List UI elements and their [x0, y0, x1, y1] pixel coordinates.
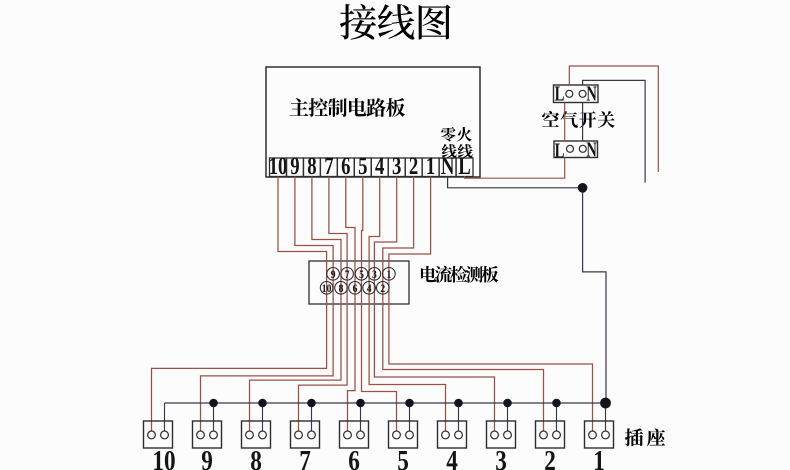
svg-text:4: 4	[375, 151, 384, 179]
svg-text:2: 2	[409, 151, 418, 179]
svg-text:2: 2	[544, 445, 556, 470]
svg-text:3: 3	[495, 445, 507, 470]
svg-text:5: 5	[358, 151, 367, 179]
svg-text:8: 8	[339, 282, 344, 295]
svg-text:N: N	[586, 82, 597, 105]
svg-text:1: 1	[426, 151, 435, 179]
svg-text:N: N	[441, 151, 455, 179]
svg-text:8: 8	[250, 445, 262, 470]
svg-text:3: 3	[372, 268, 377, 281]
svg-text:N: N	[586, 138, 597, 161]
svg-text:7: 7	[345, 268, 350, 281]
svg-text:6: 6	[341, 151, 350, 179]
svg-text:L: L	[555, 82, 565, 105]
svg-text:2: 2	[380, 282, 385, 295]
svg-text:7: 7	[324, 151, 333, 179]
svg-text:6: 6	[348, 445, 360, 470]
svg-text:1: 1	[593, 445, 605, 470]
svg-text:5: 5	[397, 445, 409, 470]
svg-text:10: 10	[152, 445, 175, 470]
svg-text:9: 9	[201, 445, 213, 470]
svg-text:3: 3	[392, 151, 401, 179]
svg-text:4: 4	[446, 445, 458, 470]
svg-text:1: 1	[386, 268, 391, 281]
svg-text:9: 9	[331, 268, 336, 281]
svg-text:10: 10	[322, 282, 332, 295]
svg-text:L: L	[555, 139, 565, 162]
svg-text:7: 7	[299, 445, 311, 470]
svg-text:9: 9	[290, 151, 299, 179]
svg-text:10: 10	[269, 151, 288, 179]
svg-text:6: 6	[353, 282, 358, 295]
svg-text:8: 8	[307, 151, 316, 179]
svg-text:L: L	[458, 151, 471, 179]
svg-text:5: 5	[359, 268, 364, 281]
svg-text:4: 4	[367, 282, 372, 295]
